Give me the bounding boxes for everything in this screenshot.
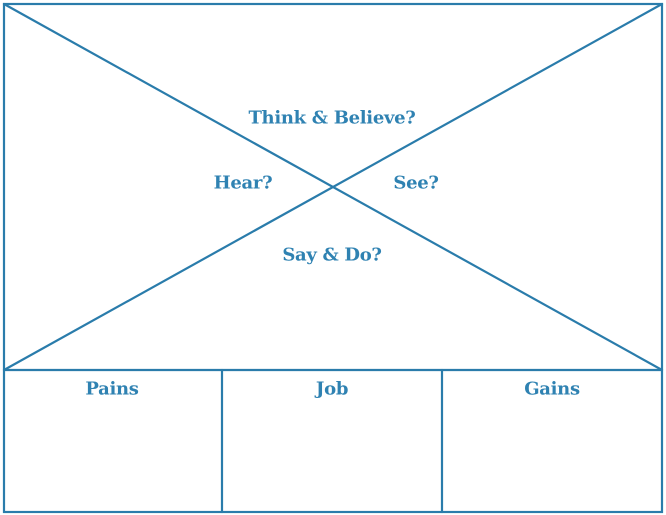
see-label: See?	[393, 172, 439, 194]
say-and-do-label: Say & Do?	[282, 244, 382, 266]
gains-label: Gains	[524, 378, 580, 400]
think-and-believe-label: Think & Believe?	[248, 107, 416, 129]
pains-label: Pains	[85, 378, 139, 400]
diagonal-top-right-to-bottom-left	[2, 2, 664, 372]
hear-label: Hear?	[213, 172, 273, 194]
job-label: Job	[315, 378, 349, 400]
